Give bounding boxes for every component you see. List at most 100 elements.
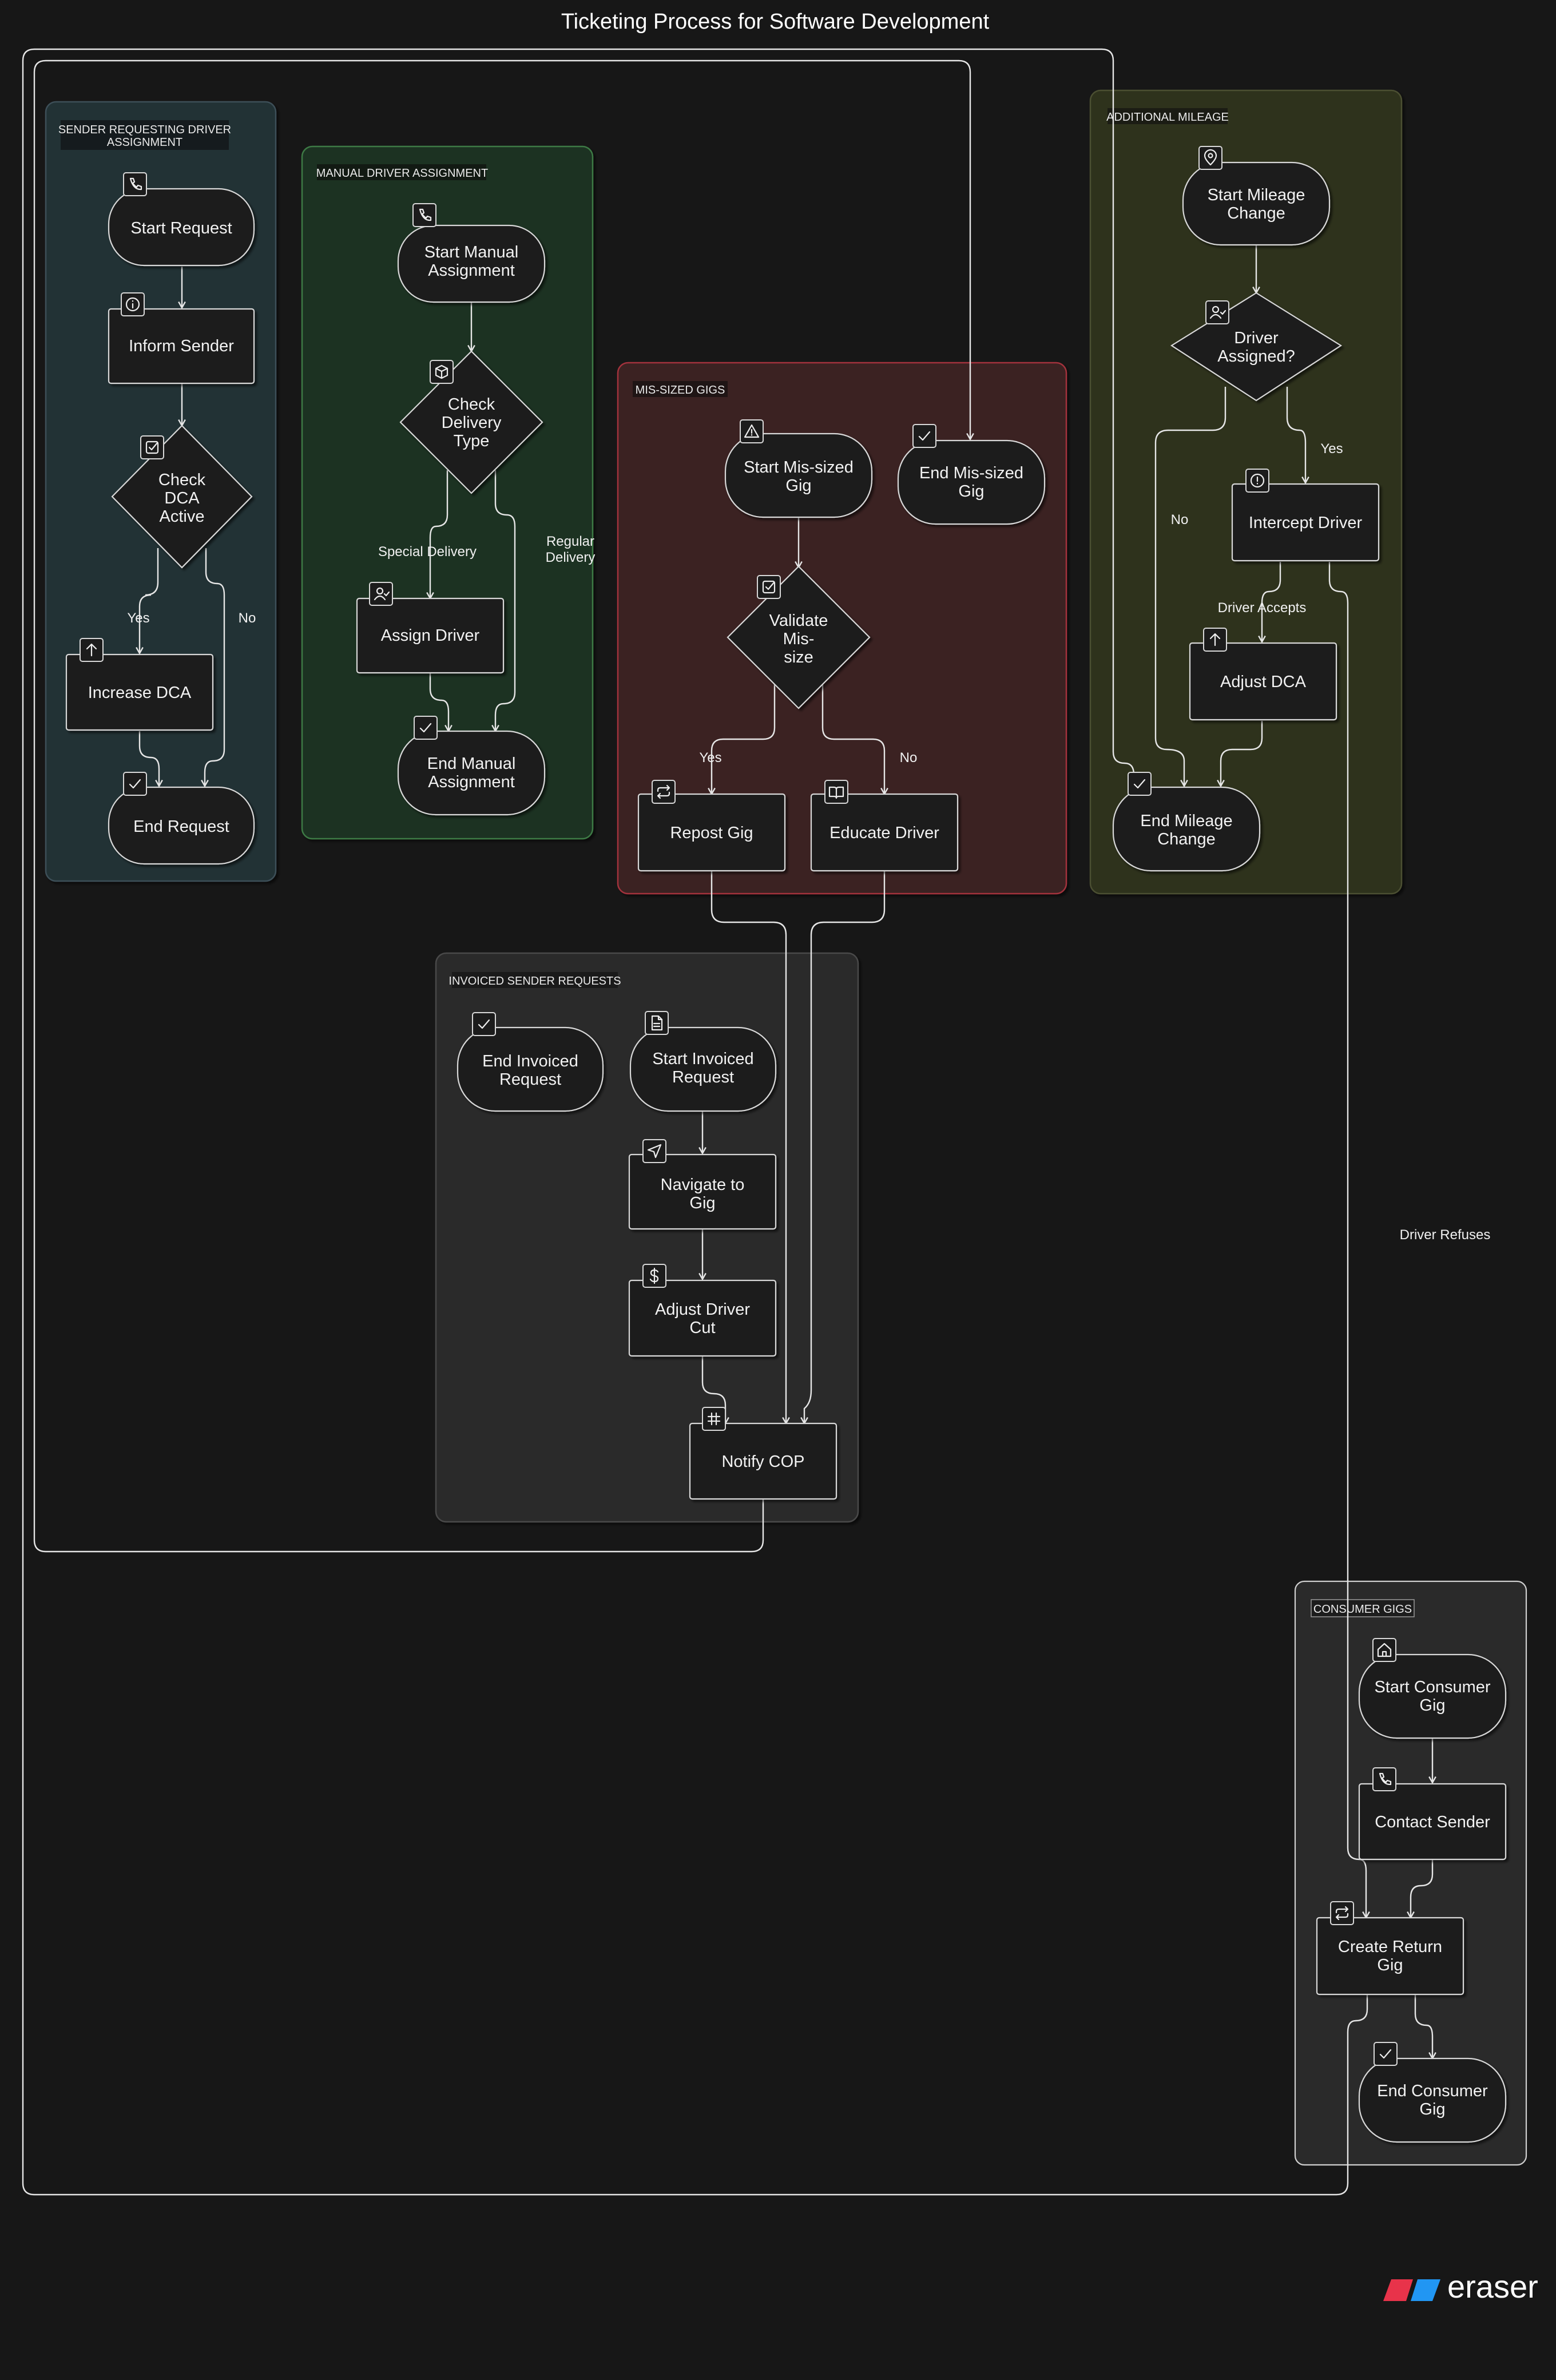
navigation-icon — [642, 1139, 666, 1163]
node-assign-driver[interactable]: Assign Driver — [356, 597, 505, 674]
node-end-missized-gig[interactable]: End Mis-sized Gig — [897, 439, 1046, 525]
node-label: Start Invoiced — [652, 1050, 753, 1068]
node-contact-sender[interactable]: Contact Sender — [1358, 1783, 1507, 1861]
node-label-line2: Request — [499, 1070, 561, 1089]
node-check-delivery-type[interactable]: Check Delivery Type — [399, 350, 543, 494]
node-label: Contact Sender — [1375, 1813, 1490, 1831]
arrow-up-icon — [1203, 628, 1227, 652]
node-label: Navigate to — [661, 1176, 745, 1194]
group-title: MANUAL DRIVER ASSIGNMENT — [316, 167, 488, 180]
node-end-invoiced-request[interactable]: End Invoiced Request — [457, 1026, 604, 1112]
node-label-line2: Cut — [689, 1319, 715, 1337]
node-label: Check — [448, 395, 495, 414]
user-icon — [369, 582, 393, 606]
node-notify-cop[interactable]: Notify COP — [689, 1422, 837, 1500]
box-icon — [430, 360, 454, 384]
node-start-manual-assignment[interactable]: Start Manual Assignment — [397, 224, 546, 303]
node-intercept-driver[interactable]: Intercept Driver — [1231, 483, 1380, 562]
edge-label-dca-no: No — [239, 610, 256, 626]
node-label-line2: Change — [1157, 830, 1216, 848]
check-icon — [472, 1012, 496, 1036]
node-start-request[interactable]: Start Request — [108, 188, 255, 267]
node-adjust-dca[interactable]: Adjust DCA — [1189, 642, 1337, 721]
group-title-line2: ASSIGNMENT — [107, 136, 182, 149]
node-label: Validate — [769, 612, 828, 630]
node-label-line2: Gig — [1419, 2100, 1445, 2119]
node-label: Check — [158, 471, 206, 489]
node-increase-dca[interactable]: Increase DCA — [65, 653, 214, 731]
node-end-request[interactable]: End Request — [108, 786, 255, 865]
check-icon — [1374, 2042, 1398, 2066]
alert-circle-icon — [1245, 469, 1269, 493]
group-title: INVOICED SENDER REQUESTS — [448, 975, 621, 987]
info-icon — [121, 292, 145, 316]
node-repost-gig[interactable]: Repost Gig — [637, 793, 786, 872]
node-label-line2: DCA — [164, 489, 200, 507]
node-label: End Consumer — [1377, 2082, 1488, 2100]
node-navigate-to-gig[interactable]: Navigate to Gig — [628, 1153, 777, 1230]
edge-increase-dca-to-end-request — [138, 731, 159, 786]
arrow-up-icon — [80, 638, 104, 662]
logo-mark-red — [1383, 2279, 1413, 2301]
node-end-mileage-change[interactable]: End Mileage Change — [1112, 786, 1261, 872]
check-square-icon — [757, 575, 781, 599]
node-label: Increase DCA — [88, 684, 192, 702]
brand-name: eraser — [1447, 2268, 1538, 2304]
node-label: Notify COP — [721, 1453, 804, 1471]
node-label-line2: Assigned? — [1217, 347, 1295, 366]
node-start-invoiced-request[interactable]: Start Invoiced Request — [629, 1026, 777, 1112]
node-label: Adjust DCA — [1220, 673, 1307, 691]
edge-dca-yes — [140, 548, 159, 653]
node-end-manual-assignment[interactable]: End Manual Assignment — [397, 730, 546, 816]
node-inform-sender[interactable]: Inform Sender — [108, 308, 255, 384]
edge-label-driver-refuses: Driver Refuses — [1400, 1227, 1491, 1243]
node-label-line2: Gig — [785, 477, 811, 495]
node-label-line2: Assignment — [428, 773, 515, 791]
node-label: End Request — [133, 818, 229, 836]
check-icon — [414, 716, 438, 740]
icon-badges — [80, 146, 1398, 2066]
node-label-line2: Mis- — [783, 630, 815, 648]
repeat-icon — [1330, 1901, 1354, 1925]
slack-icon — [702, 1407, 726, 1431]
node-create-return-gig[interactable]: Create Return Gig — [1316, 1917, 1464, 1996]
node-start-mileage-change[interactable]: Start Mileage Change — [1182, 161, 1331, 246]
node-label: Start Request — [130, 219, 232, 237]
node-start-consumer-gig[interactable]: Start Consumer Gig — [1358, 1653, 1507, 1739]
node-label: Start Manual — [424, 243, 518, 261]
edge-label-validate-no: No — [900, 750, 918, 765]
check-square-icon — [140, 435, 164, 459]
edge-labels: Yes No Special Delivery Regular Delivery… — [127, 441, 1490, 1243]
edge-driver-accepts — [1262, 562, 1281, 642]
node-label: Adjust Driver — [655, 1300, 750, 1319]
node-label-line2: Request — [672, 1068, 734, 1086]
node-adjust-driver-cut[interactable]: Adjust Driver Cut — [628, 1279, 777, 1357]
edge-contact-sender-to-create-return — [1411, 1859, 1434, 1918]
edge-assigned-yes — [1286, 387, 1305, 483]
edge-adjust-cut-to-notify-cop — [701, 1356, 725, 1423]
edge-educate-to-notify-cop — [804, 871, 886, 1423]
node-educate-driver[interactable]: Educate Driver — [810, 793, 959, 872]
node-label: Educate Driver — [829, 824, 939, 842]
edge-create-return-to-end-mileage — [22, 48, 1368, 2196]
group-title: MIS-SIZED GIGS — [636, 384, 725, 396]
edge-adjust-dca-to-end-mileage — [1221, 721, 1263, 786]
phone-icon — [412, 203, 436, 227]
edge-label-special-delivery: Special Delivery — [378, 544, 477, 560]
node-label-line2: Gig — [689, 1194, 715, 1212]
edge-label-validate-yes: Yes — [699, 750, 721, 765]
file-icon — [645, 1011, 669, 1035]
node-check-dca-active[interactable]: Check DCA Active — [111, 425, 253, 569]
node-end-consumer-gig[interactable]: End Consumer Gig — [1358, 2057, 1507, 2143]
map-pin-icon — [1198, 146, 1222, 170]
check-icon — [912, 424, 936, 448]
node-label: Start Mis-sized — [744, 458, 854, 477]
edge-validate-no — [821, 684, 884, 794]
group-title: ADDITIONAL MILEAGE — [1106, 111, 1229, 124]
edge-label-regular-delivery-line2: Delivery — [546, 550, 596, 565]
node-start-missized-gig[interactable]: Start Mis-sized Gig — [724, 433, 873, 518]
node-label-line2: Gig — [1419, 1696, 1445, 1715]
node-validate-missize[interactable]: Validate Mis- size — [727, 565, 871, 709]
edge-validate-yes — [712, 684, 776, 794]
